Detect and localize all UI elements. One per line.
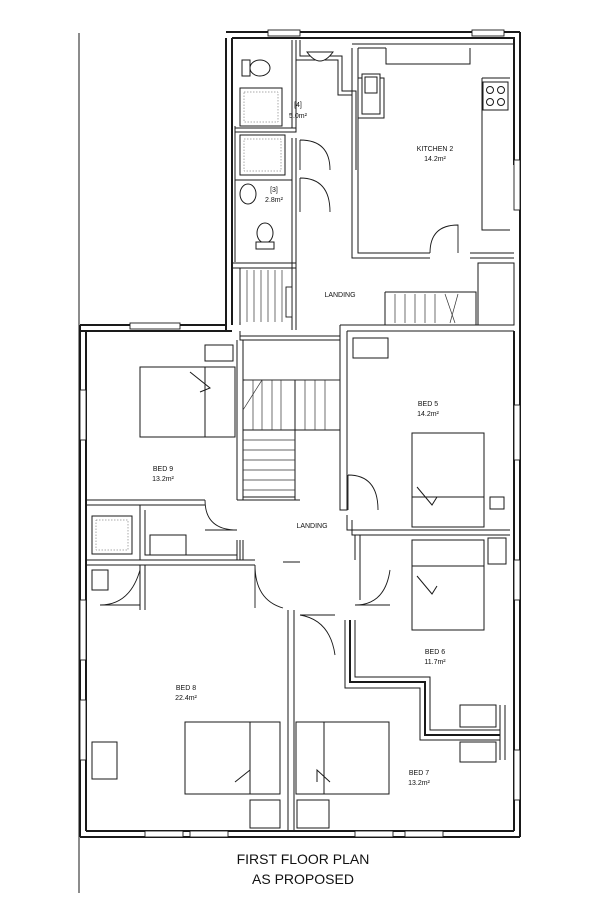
desk-icon bbox=[487, 537, 507, 565]
room-area-bed8: 22.4m² bbox=[175, 695, 197, 702]
wardrobe-icon bbox=[249, 799, 281, 829]
shower-tray-icon bbox=[239, 87, 283, 127]
fixtures bbox=[91, 51, 509, 829]
desk-icon bbox=[204, 344, 234, 362]
room-area-bed9: 13.2m² bbox=[152, 476, 174, 483]
room-labels: [4] 5.0m² [3] 2.8m² KITCHEN 2 14.2m² LAN… bbox=[152, 102, 453, 787]
room-area-bed7: 13.2m² bbox=[408, 780, 430, 787]
room-name-bath3: [3] bbox=[270, 187, 278, 194]
room-name-kitchen2: KITCHEN 2 bbox=[417, 146, 454, 153]
stairs bbox=[239, 270, 459, 491]
room-area-bed5: 14.2m² bbox=[417, 411, 439, 418]
basin-icon bbox=[306, 51, 334, 62]
desk-icon bbox=[91, 741, 118, 780]
room-name-bed9: BED 9 bbox=[153, 466, 173, 473]
basin-icon bbox=[239, 183, 257, 205]
inner-walls bbox=[86, 40, 515, 831]
desk-icon bbox=[459, 704, 497, 728]
room-name-landing-upper: LANDING bbox=[324, 292, 355, 299]
plan-title-line2: AS PROPOSED bbox=[252, 871, 354, 887]
desk-icon bbox=[459, 741, 497, 763]
shower-tray-icon bbox=[91, 515, 133, 555]
desk-icon bbox=[149, 534, 187, 556]
shower-tray-icon bbox=[239, 134, 286, 176]
toilet-icon bbox=[256, 222, 274, 244]
room-area-bath3: 2.8m² bbox=[265, 197, 284, 204]
room-name-bed6: BED 6 bbox=[425, 649, 445, 656]
windows bbox=[79, 29, 521, 838]
room-area-bath4: 5.0m² bbox=[289, 113, 308, 120]
toilet-icon bbox=[249, 59, 271, 77]
basin-icon bbox=[91, 569, 109, 591]
room-name-bath4: [4] bbox=[294, 102, 302, 109]
doors bbox=[99, 139, 459, 656]
room-name-bed5: BED 5 bbox=[418, 401, 438, 408]
room-name-bed7: BED 7 bbox=[409, 770, 429, 777]
room-name-bed8: BED 8 bbox=[176, 685, 196, 692]
desk-icon bbox=[352, 337, 389, 359]
wardrobe-icon bbox=[296, 799, 330, 829]
hob-icon bbox=[482, 81, 509, 111]
room-area-kitchen2: 14.2m² bbox=[424, 156, 446, 163]
room-name-landing-lower: LANDING bbox=[296, 523, 327, 530]
plan-title-line1: FIRST FLOOR PLAN bbox=[237, 851, 370, 867]
room-area-bed6: 11.7m² bbox=[424, 659, 446, 666]
